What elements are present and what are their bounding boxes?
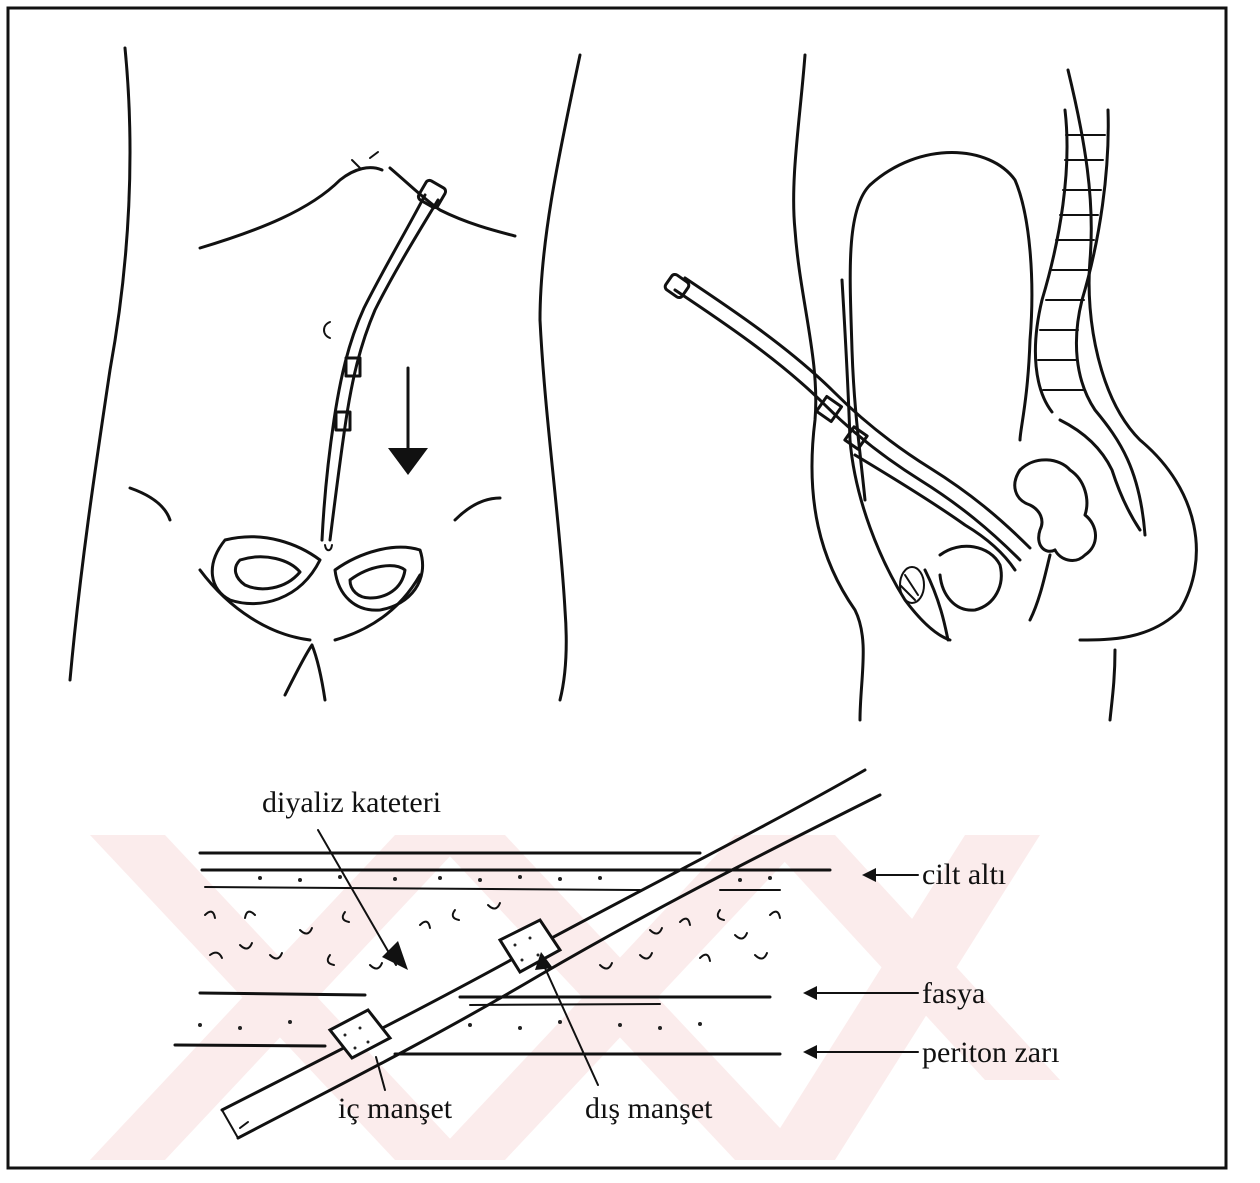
label-outer-cuff: dış manşet	[585, 1092, 713, 1125]
label-fascia: fasya	[922, 977, 985, 1010]
label-subcutaneous: cilt altı	[922, 858, 1006, 891]
abdomen-front-view	[70, 48, 580, 700]
label-peritoneum: periton zarı	[922, 1036, 1059, 1069]
sagittal-section-view	[664, 55, 1197, 720]
label-catheter: diyaliz kateteri	[262, 786, 441, 819]
label-inner-cuff: iç manşet	[338, 1092, 453, 1125]
